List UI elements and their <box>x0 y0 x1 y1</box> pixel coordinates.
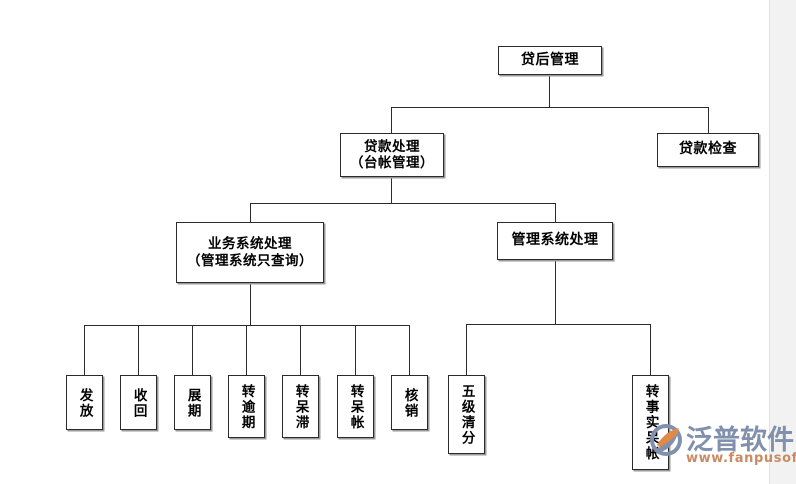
node-management-system-label: 管理系统处理 <box>511 232 599 249</box>
connector-management-leaf-bar <box>466 324 651 325</box>
connector-leaf-drop-2 <box>138 325 139 375</box>
node-loan-processing-label: 贷款处理 （台帐管理） <box>350 138 434 171</box>
leaf-writeoff[interactable]: 核销 <box>391 375 428 430</box>
leaf-to-overdue-label: 转逾期 <box>238 383 255 431</box>
leaf-extension-label: 展期 <box>184 387 201 419</box>
connector-root-down <box>549 75 550 107</box>
node-business-system[interactable]: 业务系统处理 （管理系统只查询） <box>176 222 324 283</box>
page-margin-strip <box>769 0 796 484</box>
leaf-five-level-classification-label: 五级清分 <box>458 384 475 446</box>
connector-level2-right-drop <box>708 107 709 133</box>
connector-leaf-drop-1 <box>84 325 85 375</box>
leaf-to-sluggish-label: 转呆滞 <box>292 383 309 431</box>
connector-level3-right-drop <box>555 203 556 222</box>
leaf-to-baddebt-label: 转呆帐 <box>347 383 364 431</box>
connector-level3-left-drop <box>250 203 251 222</box>
connector-leaf-drop-4 <box>246 325 247 375</box>
connector-leaf-drop-3 <box>192 325 193 375</box>
node-loan-inspection[interactable]: 贷款检查 <box>657 133 759 167</box>
leaf-to-factual-baddebt-label: 转事实呆帐 <box>642 384 659 462</box>
leaf-to-sluggish[interactable]: 转呆滞 <box>282 375 319 438</box>
connector-management-down <box>555 260 556 324</box>
connector-mgmt-leaf-drop-1 <box>466 324 467 375</box>
leaf-extension[interactable]: 展期 <box>174 375 211 430</box>
node-management-system[interactable]: 管理系统处理 <box>497 222 613 260</box>
node-loan-inspection-label: 贷款检查 <box>679 141 737 158</box>
connector-level2-bar <box>391 107 709 108</box>
leaf-to-overdue[interactable]: 转逾期 <box>228 375 265 438</box>
node-business-system-label: 业务系统处理 （管理系统只查询） <box>187 236 313 269</box>
node-root[interactable]: 贷后管理 <box>498 46 602 75</box>
node-root-label: 贷后管理 <box>521 51 579 68</box>
connector-leaf-drop-7 <box>409 325 410 375</box>
leaf-recover[interactable]: 收回 <box>120 375 157 430</box>
leaf-to-baddebt[interactable]: 转呆帐 <box>337 375 374 438</box>
connector-level2-left-down <box>391 177 392 203</box>
leaf-five-level-classification[interactable]: 五级清分 <box>448 375 485 454</box>
connector-level3-bar <box>250 203 556 204</box>
connector-level2-left-drop <box>391 107 392 133</box>
leaf-recover-label: 收回 <box>130 387 147 419</box>
leaf-to-factual-baddebt[interactable]: 转事实呆帐 <box>632 375 669 470</box>
node-loan-processing[interactable]: 贷款处理 （台帐管理） <box>340 133 444 177</box>
connector-leaf-drop-5 <box>300 325 301 375</box>
leaf-writeoff-label: 核销 <box>401 387 418 419</box>
connector-mgmt-leaf-drop-2 <box>650 324 651 375</box>
connector-business-down <box>250 283 251 325</box>
leaf-issue[interactable]: 发放 <box>66 375 103 430</box>
connector-leaf-drop-6 <box>355 325 356 375</box>
leaf-issue-label: 发放 <box>76 387 93 419</box>
